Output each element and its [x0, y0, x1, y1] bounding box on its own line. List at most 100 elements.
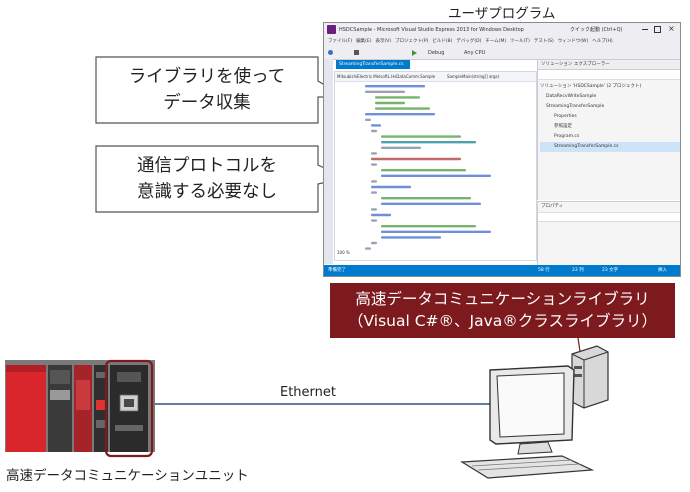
solution-item[interactable]: DataRecvWriteSample	[546, 94, 597, 99]
monitor-screen	[496, 372, 565, 438]
solution-item[interactable]: StreamingTransferSample.cs	[540, 142, 680, 152]
ethernet-label: Ethernet	[280, 385, 336, 400]
menu-item[interactable]: テスト(S)	[533, 39, 554, 44]
status-ready: 準備完了	[328, 268, 346, 273]
debug-config[interactable]: Debug	[428, 50, 445, 56]
status-char: 23 文字	[602, 268, 619, 273]
library-subtitle: （Visual C#®、Java®クラスライブラリ）	[348, 312, 657, 330]
editor-tab-label: StreamingTransferSample.cs	[339, 62, 404, 67]
code-line	[375, 101, 405, 105]
status-col: 23 列	[572, 268, 584, 273]
menu-item[interactable]: ビルド(B)	[432, 39, 453, 44]
status-line: 58 行	[538, 268, 550, 273]
plc-rack	[5, 360, 155, 452]
code-line	[371, 191, 377, 194]
code-line	[381, 141, 476, 144]
menu-item[interactable]: ファイル(F)	[328, 39, 353, 44]
menu-item[interactable]: デバッグ(D)	[456, 39, 482, 44]
zoom-level[interactable]: 100 %	[337, 250, 350, 255]
code-line	[381, 169, 466, 172]
code-line	[381, 135, 461, 138]
code-line	[365, 113, 435, 116]
code-line	[371, 163, 377, 166]
editor-navbar: MitsubishiElectric.MelsoftL.HsDataComm.S…	[335, 72, 536, 82]
code-line	[365, 90, 405, 93]
code-line	[365, 85, 425, 88]
save-icon[interactable]	[354, 50, 359, 55]
solution-item[interactable]: ソリューション 'HSDCSample' (2 プロジェクト)	[540, 84, 642, 89]
properties-panel: プロパティ	[537, 201, 680, 265]
unit-label: 高速データコミュニケーションユニット	[6, 468, 249, 484]
quick-launch[interactable]: クイック起動 (Ctrl+Q)	[570, 27, 623, 33]
library-banner: 高速データコミュニケーションライブラリ （Visual C#®、Java®クラス…	[330, 283, 675, 338]
code-line	[381, 174, 491, 177]
code-editor[interactable]: MitsubishiElectric.MelsoftL.HsDataComm.S…	[334, 71, 537, 261]
pc	[460, 345, 609, 479]
props-title: プロパティ	[541, 204, 564, 209]
code-line	[365, 247, 371, 250]
callout-1-line1: ライブラリを使って	[128, 67, 286, 87]
menu-item[interactable]: ウィンドウ(W)	[557, 39, 589, 44]
code-line	[371, 213, 391, 217]
toolbox-strip[interactable]	[324, 59, 333, 264]
platform-select[interactable]: Any CPU	[464, 50, 486, 56]
code-line	[375, 107, 430, 110]
code-line	[381, 236, 441, 239]
code-line	[371, 185, 411, 189]
solution-item[interactable]: Program.cs	[554, 134, 580, 139]
solution-title-bar: ソリューション エクスプローラー	[538, 60, 680, 70]
props-toolbar	[538, 212, 680, 222]
menu-items: ファイル(F)編集(E)表示(V)プロジェクト(P)ビルド(B)デバッグ(D)チ…	[328, 37, 613, 47]
back-icon[interactable]	[328, 50, 333, 55]
close-icon[interactable]: ×	[668, 24, 675, 33]
code-line	[371, 129, 377, 133]
solution-title: ソリューション エクスプローラー	[541, 62, 610, 67]
solution-item[interactable]: 参照設定	[554, 124, 572, 129]
unit-highlight	[104, 359, 154, 458]
menu-item[interactable]: ヘルプ(H)	[592, 39, 613, 44]
callout-2-line2: 意識する必要なし	[137, 182, 277, 202]
code-line	[371, 208, 377, 211]
library-name: 高速データコミュニケーションライブラリ	[355, 290, 650, 308]
code-lines	[365, 85, 491, 250]
code-line	[371, 180, 377, 183]
code-line	[381, 146, 421, 149]
menu-item[interactable]: チーム(M)	[485, 39, 507, 44]
vs-toolbar: Debug Any CPU	[324, 47, 680, 60]
code-line	[381, 225, 476, 228]
menu-item[interactable]: 編集(E)	[356, 39, 372, 44]
editor-method[interactable]: SampleMain(string[] args)	[447, 74, 500, 79]
status-mode: 挿入	[658, 268, 667, 273]
solution-item[interactable]: Properties	[554, 114, 577, 119]
menu-item[interactable]: 表示(V)	[375, 39, 392, 44]
menu-item[interactable]: プロジェクト(P)	[395, 39, 429, 44]
code-line	[371, 124, 381, 127]
editor-tab[interactable]: StreamingTransferSample.cs	[336, 60, 410, 69]
editor-path[interactable]: MitsubishiElectric.MelsoftL.HsDataComm.S…	[337, 74, 436, 79]
start-icon[interactable]	[412, 50, 417, 56]
menu-item[interactable]: ツール(T)	[510, 39, 530, 44]
callout-2-line1: 通信プロトコルを	[137, 156, 277, 176]
solution-explorer: ソリューション エクスプローラー ソリューション 'HSDCSample' (2…	[537, 60, 680, 200]
user-program-label: ユーザプログラム	[448, 6, 556, 22]
status-bar: 準備完了 58 行 23 列 23 文字 挿入	[324, 265, 680, 276]
solution-toolbar	[538, 70, 680, 80]
maximize-icon[interactable]	[654, 26, 661, 33]
power-module	[6, 365, 46, 452]
code-line	[381, 202, 481, 205]
vs-logo-icon	[327, 25, 336, 34]
visual-studio-window: HSDCSample - Microsoft Visual Studio Exp…	[323, 22, 681, 277]
solution-item[interactable]: StreamingTransferSample	[546, 104, 605, 109]
vs-title: HSDCSample - Microsoft Visual Studio Exp…	[339, 27, 524, 33]
callout-1-line2: データ収集	[163, 93, 251, 113]
minimize-icon[interactable]	[642, 29, 648, 30]
callout-2: 通信プロトコルを 意識する必要なし	[96, 153, 318, 205]
code-line	[381, 197, 471, 200]
vs-menubar: ファイル(F)編集(E)表示(V)プロジェクト(P)ビルド(B)デバッグ(D)チ…	[324, 37, 680, 47]
solution-tree: ソリューション 'HSDCSample' (2 プロジェクト) DataRecvW…	[540, 82, 680, 152]
code-line	[371, 157, 461, 161]
code-line	[371, 241, 377, 245]
code-line	[375, 96, 420, 99]
